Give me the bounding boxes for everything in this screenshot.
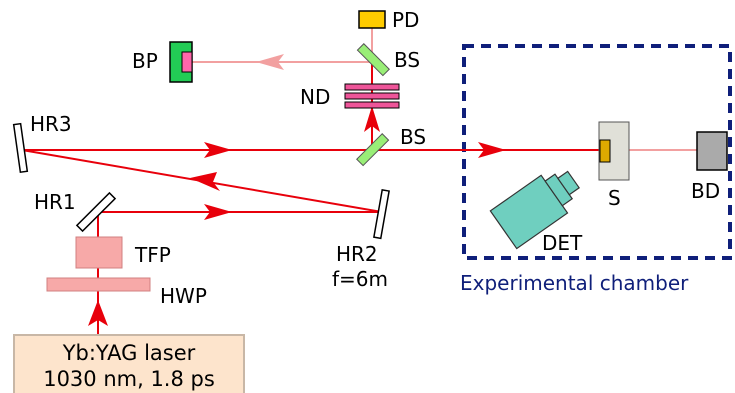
hwp-label: HWP [160, 284, 207, 308]
beam-dump [696, 131, 728, 171]
beam-arrow-right-chamber [478, 142, 506, 158]
half-wave-plate [46, 277, 151, 292]
beam-arrow-left-bp [256, 54, 284, 70]
photodiode [358, 10, 386, 29]
beam-arrow-left-diag [190, 172, 220, 191]
beam-arrow-right-lower [204, 204, 232, 220]
laser-name: Yb:YAG laser [62, 341, 196, 365]
pd-label: PD [392, 8, 419, 32]
sample-label: S [608, 186, 621, 210]
bs-mid-label: BS [400, 125, 426, 149]
thin-film-polarizer [75, 236, 123, 269]
detector-window [557, 170, 580, 196]
mirror-hr1 [75, 191, 117, 233]
laser-specs: 1030 nm, 1.8 ps [43, 367, 215, 391]
bs-top-label: BS [394, 48, 420, 72]
bp-label: BP [132, 49, 158, 73]
det-label: DET [542, 231, 583, 255]
hr3-label: HR3 [30, 112, 72, 136]
nd-filter-1 [344, 83, 400, 91]
beam-arrow-up-bs [364, 106, 380, 132]
mirror-hr3 [12, 122, 29, 174]
hr2-label: HR2 [336, 242, 378, 266]
sample [599, 139, 611, 163]
tfp-label: TFP [134, 243, 171, 267]
bd-label: BD [691, 179, 720, 203]
laser-source-box [13, 334, 245, 393]
beam-splitter-top [356, 43, 390, 77]
nd-filter-3 [344, 101, 400, 109]
experimental-chamber-box [462, 44, 732, 260]
hr1-label: HR1 [34, 190, 76, 214]
beam-arrow-up-laser [88, 300, 108, 326]
detector [489, 170, 580, 250]
hr2-focal-label: f=6m [332, 267, 388, 291]
beam-arrow-right-upper [204, 142, 232, 158]
nd-label: ND [300, 85, 330, 109]
experimental-chamber-label: Experimental chamber [460, 271, 689, 295]
nd-filter-2 [344, 92, 400, 100]
beam-splitter-main [356, 133, 390, 167]
beam-profiler-sensor [181, 51, 193, 73]
mirror-hr2 [373, 188, 390, 240]
